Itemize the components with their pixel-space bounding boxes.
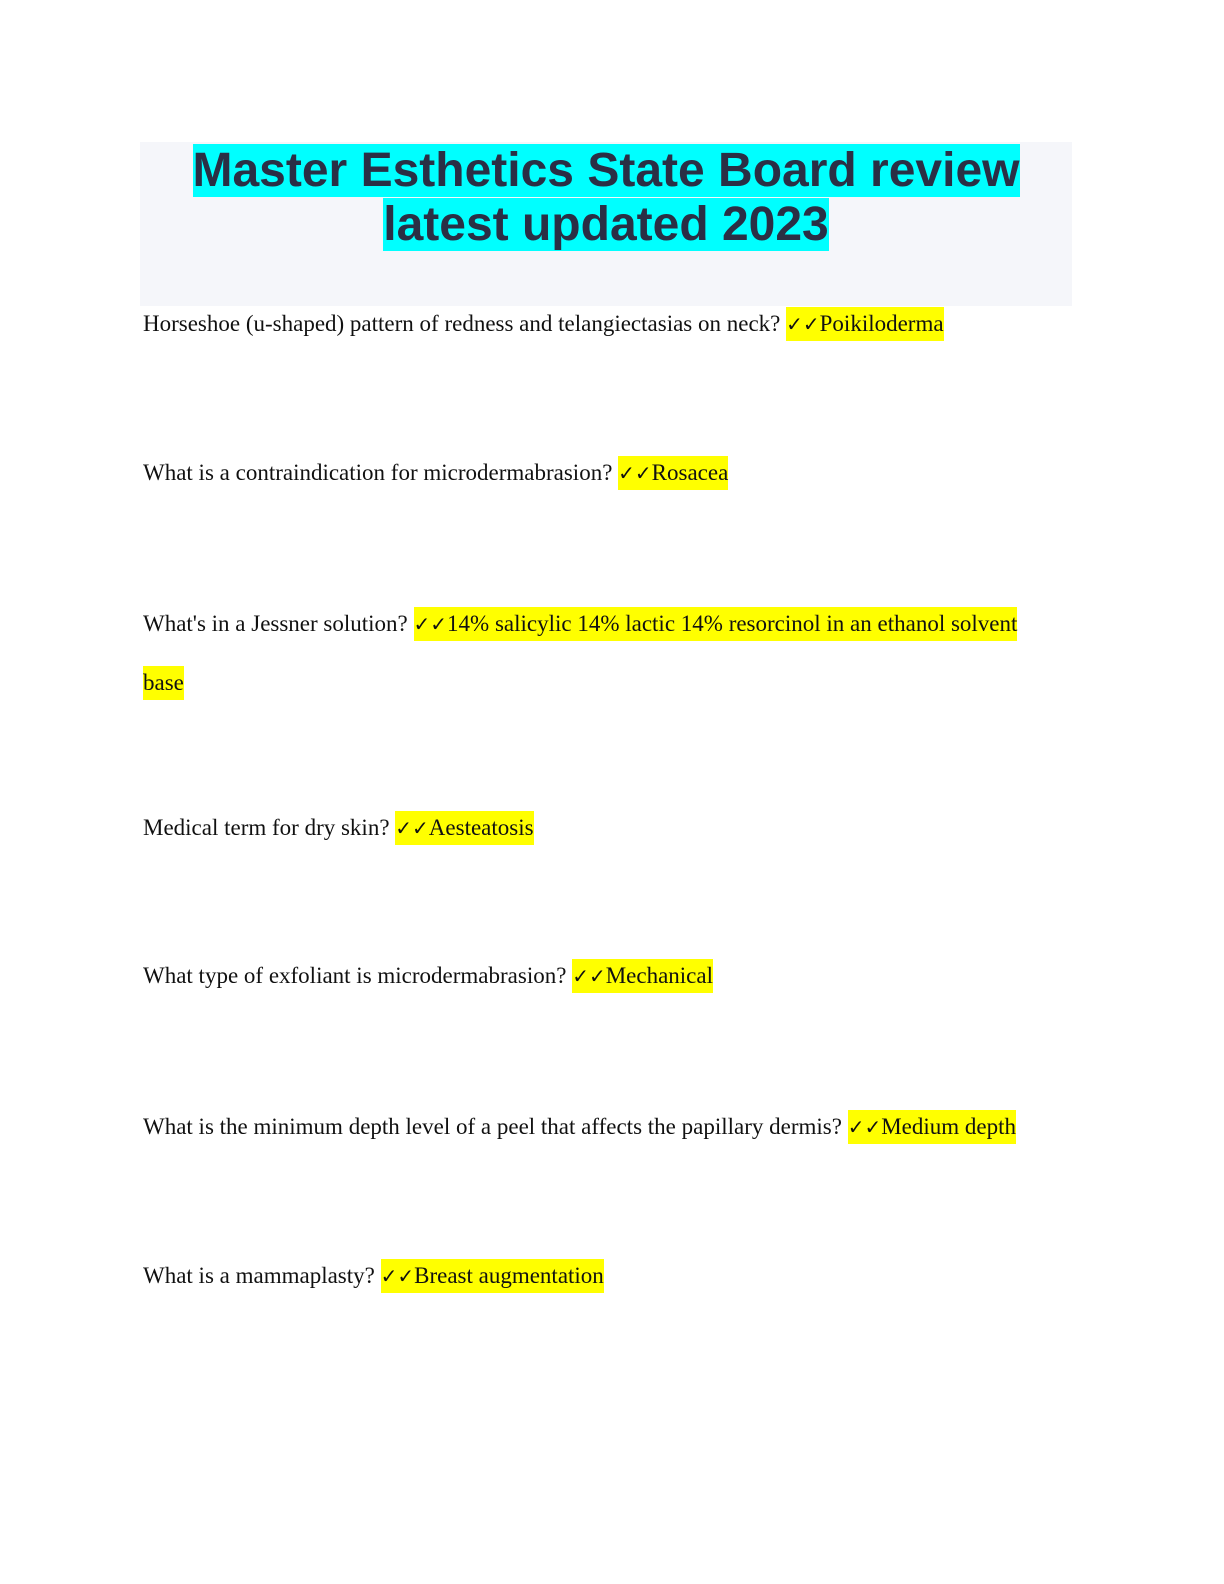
qa-item-3: What's in a Jessner solution? ✓✓14% sali… (143, 595, 1063, 712)
qa-item-4: Medical term for dry skin? ✓✓Aesteatosis (143, 799, 1063, 858)
qa-item-1: Horseshoe (u-shaped) pattern of redness … (143, 295, 1063, 354)
check-icon: ✓✓ (395, 816, 429, 840)
answer-highlight: ✓✓Poikiloderma (786, 307, 944, 341)
answer-text: Aesteatosis (428, 815, 534, 840)
title-banner: Master Esthetics State Board review late… (140, 142, 1072, 306)
qa-item-2: What is a contraindication for microderm… (143, 444, 1063, 503)
check-icon: ✓✓ (786, 312, 820, 336)
qa-item-6: What is the minimum depth level of a pee… (143, 1098, 1063, 1157)
qa-item-5: What type of exfoliant is microdermabras… (143, 947, 1063, 1006)
answer-text: Mechanical (605, 963, 713, 988)
answer-text: Rosacea (651, 460, 729, 485)
answer-text: Poikiloderma (819, 311, 944, 336)
check-icon: ✓✓ (572, 964, 606, 988)
answer-text: Medium depth (881, 1114, 1016, 1139)
question-text: Horseshoe (u-shaped) pattern of redness … (143, 311, 781, 336)
answer-text: Breast augmentation (414, 1263, 604, 1288)
title-line-1: Master Esthetics State Board review (192, 144, 1020, 197)
qa-item-7: What is a mammaplasty? ✓✓Breast augmenta… (143, 1247, 1063, 1306)
document-title: Master Esthetics State Board review late… (140, 142, 1072, 252)
check-icon: ✓✓ (413, 612, 448, 636)
question-text: What is a contraindication for microderm… (143, 460, 613, 485)
question-text: Medical term for dry skin? (143, 815, 390, 840)
question-text: What's in a Jessner solution? (143, 611, 408, 636)
title-line-2: latest updated 2023 (383, 198, 829, 251)
answer-highlight: ✓✓Breast augmentation (380, 1259, 604, 1293)
answer-highlight: ✓✓Rosacea (618, 456, 729, 490)
question-text: What is a mammaplasty? (143, 1263, 375, 1288)
question-text: What type of exfoliant is microdermabras… (143, 963, 567, 988)
answer-highlight: ✓✓Mechanical (572, 959, 713, 993)
check-icon: ✓✓ (618, 461, 652, 485)
answer-highlight: ✓✓Aesteatosis (395, 811, 534, 845)
check-icon: ✓✓ (847, 1115, 882, 1139)
question-text: What is the minimum depth level of a pee… (143, 1114, 842, 1139)
answer-text: 14% salicylic 14% lactic 14% resorcinol … (143, 611, 1018, 695)
check-icon: ✓✓ (380, 1264, 415, 1288)
answer-highlight: ✓✓Medium depth (847, 1110, 1016, 1144)
